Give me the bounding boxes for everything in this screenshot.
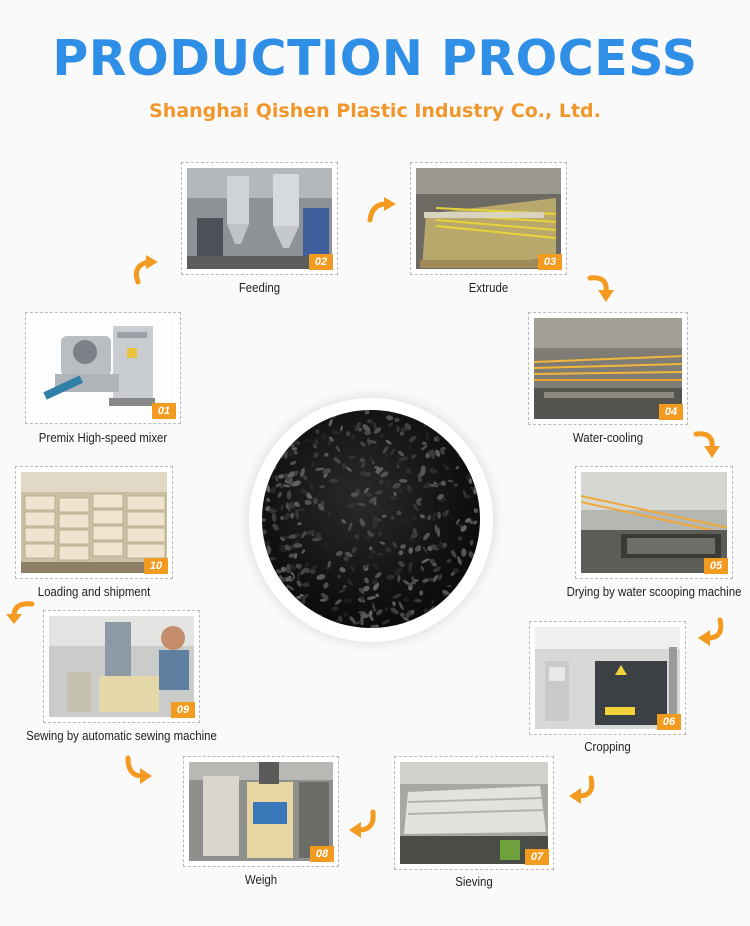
drying-photo <box>581 472 727 573</box>
water-cooling-photo <box>534 318 682 419</box>
step-weigh: 08 Weigh <box>183 756 339 887</box>
step-number-badge: 09 <box>171 702 195 718</box>
extrude-photo <box>416 168 561 269</box>
sieving-photo <box>400 762 548 864</box>
curved-arrow-icon <box>569 775 595 804</box>
step-water-cooling: 04 Water-cooling <box>528 312 688 445</box>
curved-arrow-icon <box>587 275 614 302</box>
step-premix-mixer: 01 Premix High-speed mixer <box>25 312 181 445</box>
step-label: Drying by water scooping machine <box>566 584 742 599</box>
step-cropping: 06 Cropping <box>529 621 686 754</box>
feeding-photo <box>187 168 332 269</box>
sewing-photo <box>49 616 194 717</box>
step-number-badge: 01 <box>152 403 176 419</box>
curved-arrow-icon <box>133 255 158 285</box>
loading-shipment-photo <box>21 472 167 573</box>
step-number-badge: 10 <box>144 558 168 574</box>
step-sewing: 09 Sewing by automatic sewing machine <box>26 610 217 743</box>
page-title: PRODUCTION PROCESS <box>52 30 698 87</box>
cropping-photo <box>535 627 680 729</box>
step-number-badge: 07 <box>525 849 549 865</box>
premix-mixer-photo <box>31 318 175 418</box>
step-label: Sieving <box>455 874 493 889</box>
curved-arrow-icon <box>349 809 376 838</box>
step-label: Weigh <box>244 872 278 887</box>
weigh-photo <box>189 762 333 861</box>
step-number-badge: 04 <box>659 404 683 420</box>
step-number-badge: 05 <box>704 558 728 574</box>
step-number-badge: 02 <box>309 254 333 270</box>
step-label: Water-cooling <box>572 430 644 445</box>
step-drying: 05 Drying by water scooping machine <box>567 466 741 599</box>
curved-arrow-icon <box>6 601 35 624</box>
curved-arrow-icon <box>125 755 152 784</box>
black-pellets-image <box>262 410 480 628</box>
curved-arrow-icon <box>698 617 724 646</box>
step-number-badge: 06 <box>657 714 681 730</box>
company-name: Shanghai Qishen Plastic Industry Co., Lt… <box>149 100 601 122</box>
curved-arrow-icon <box>693 431 720 458</box>
step-number-badge: 03 <box>538 254 562 270</box>
step-loading-shipment: 10 Loading and shipment <box>15 466 173 599</box>
step-label: Sewing by automatic sewing machine <box>26 728 217 743</box>
step-number-badge: 08 <box>310 846 334 862</box>
step-label: Loading and shipment <box>37 584 151 599</box>
step-sieving: 07 Sieving <box>394 756 554 889</box>
step-label: Cropping <box>584 739 631 754</box>
step-label: Extrude <box>468 280 509 295</box>
step-label: Premix High-speed mixer <box>38 430 168 445</box>
step-feeding: 02 Feeding <box>181 162 338 295</box>
step-extrude: 03 Extrude <box>410 162 567 295</box>
step-label: Feeding <box>238 280 281 295</box>
curved-arrow-icon <box>367 197 396 223</box>
